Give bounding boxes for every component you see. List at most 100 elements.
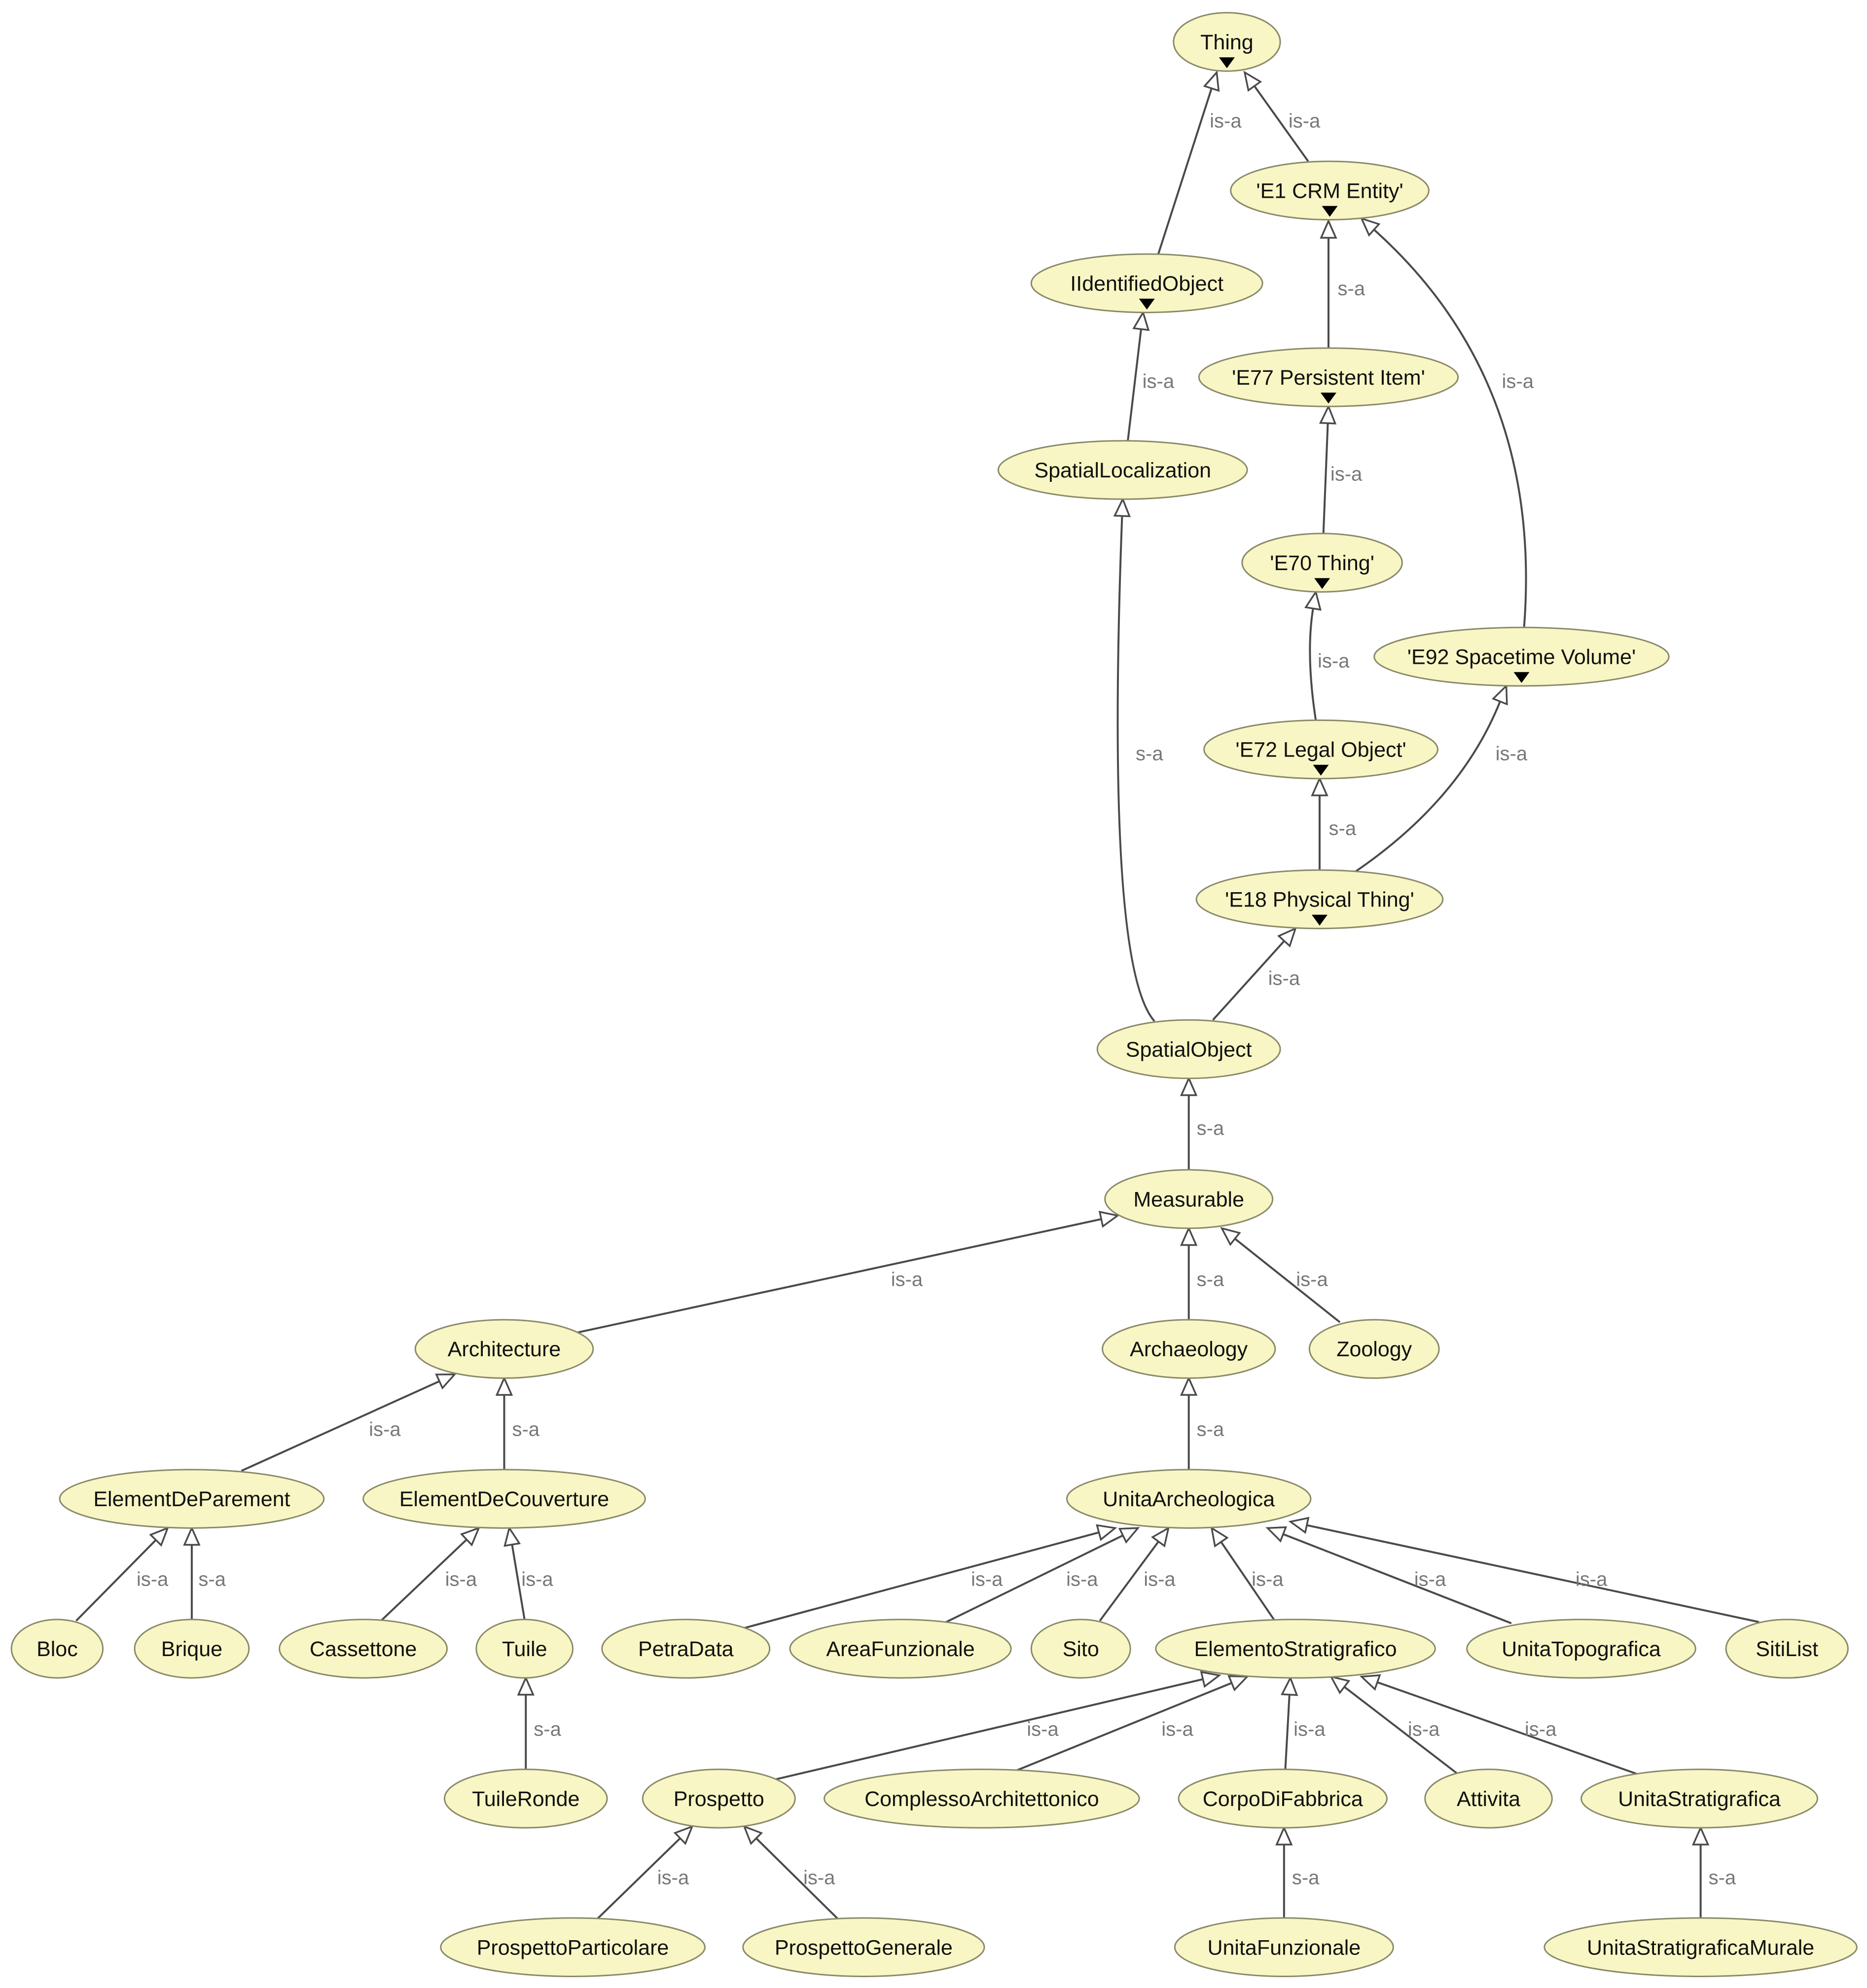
class-node-ellipse[interactable]	[1178, 1769, 1388, 1829]
class-node-ellipse[interactable]	[1066, 1469, 1312, 1529]
class-node-ellipse[interactable]	[1725, 1619, 1849, 1679]
class-node-ellipse[interactable]	[134, 1619, 250, 1679]
node-identified[interactable]: IIdentifiedObject	[1030, 253, 1263, 314]
node-unitatopo[interactable]: UnitaTopografica	[1466, 1619, 1696, 1679]
node-areafunz[interactable]: AreaFunzionale	[789, 1619, 1012, 1679]
node-e18[interactable]: 'E18 Physical Thing'	[1195, 869, 1444, 930]
node-elemstrat[interactable]: ElementoStratigrafico	[1155, 1619, 1436, 1679]
is-a-arrowhead	[435, 1373, 457, 1390]
class-node-ellipse[interactable]	[1544, 1917, 1858, 1977]
class-node-ellipse[interactable]	[1203, 719, 1438, 780]
class-node-ellipse[interactable]	[1102, 1319, 1276, 1379]
node-sito[interactable]: Sito	[1030, 1619, 1131, 1679]
node-unitastratmur[interactable]: UnitaStratigraficaMurale	[1544, 1917, 1858, 1977]
class-node-ellipse[interactable]	[997, 440, 1248, 500]
node-brique[interactable]: Brique	[134, 1619, 250, 1679]
node-spatialobj[interactable]: SpatialObject	[1096, 1019, 1281, 1080]
expand-triangle-icon[interactable]	[1513, 672, 1530, 683]
node-e77[interactable]: 'E77 Persistent Item'	[1198, 347, 1459, 407]
node-tuileronde[interactable]: TuileRonde	[443, 1769, 608, 1829]
node-bloc[interactable]: Bloc	[10, 1619, 104, 1679]
class-node-ellipse[interactable]	[1173, 12, 1281, 72]
class-node-ellipse[interactable]	[1155, 1619, 1436, 1679]
class-node-label: Archaeology	[1130, 1337, 1248, 1361]
edge-line	[743, 1531, 1099, 1629]
node-corpo[interactable]: CorpoDiFabbrica	[1178, 1769, 1388, 1829]
class-node-ellipse[interactable]	[789, 1619, 1012, 1679]
edge-tuileronde-to-tuile: s-a	[517, 1675, 562, 1770]
class-node-ellipse[interactable]	[1195, 869, 1444, 930]
edge-measurable-to-spatialobj: s-a	[1180, 1076, 1224, 1170]
node-attivita[interactable]: Attivita	[1424, 1769, 1553, 1829]
class-node-ellipse[interactable]	[475, 1619, 574, 1679]
class-node-ellipse[interactable]	[1104, 1169, 1274, 1229]
node-unitafunz[interactable]: UnitaFunzionale	[1174, 1917, 1394, 1977]
class-node-ellipse[interactable]	[1096, 1019, 1281, 1080]
edge-unitastrat-to-elemstrat: is-a	[1359, 1674, 1639, 1775]
node-e1[interactable]: 'E1 CRM Entity'	[1230, 160, 1430, 221]
class-node-ellipse[interactable]	[59, 1469, 325, 1529]
expand-triangle-icon[interactable]	[1313, 764, 1329, 776]
class-node-ellipse[interactable]	[1424, 1769, 1553, 1829]
expand-triangle-icon[interactable]	[1219, 57, 1235, 69]
edge-label: s-a	[1136, 743, 1163, 764]
class-node-ellipse[interactable]	[1466, 1619, 1696, 1679]
class-node-ellipse[interactable]	[443, 1769, 608, 1829]
node-e72[interactable]: 'E72 Legal Object'	[1203, 719, 1438, 780]
class-node-ellipse[interactable]	[1580, 1769, 1819, 1829]
class-node-ellipse[interactable]	[642, 1769, 796, 1829]
edge-label: is-a	[1296, 1269, 1328, 1291]
class-node-ellipse[interactable]	[742, 1917, 985, 1977]
class-node-ellipse[interactable]	[10, 1619, 104, 1679]
node-e70[interactable]: 'E70 Thing'	[1241, 533, 1403, 593]
class-node-ellipse[interactable]	[1030, 253, 1263, 314]
class-node-ellipse[interactable]	[1174, 1917, 1394, 1977]
expand-triangle-icon[interactable]	[1311, 914, 1328, 926]
node-measurable[interactable]: Measurable	[1104, 1169, 1274, 1229]
class-node-ellipse[interactable]	[1308, 1319, 1440, 1379]
edge-label: s-a	[1329, 818, 1357, 839]
class-node-ellipse[interactable]	[362, 1469, 646, 1529]
class-node-ellipse[interactable]	[1373, 626, 1670, 687]
class-node-ellipse[interactable]	[1241, 533, 1403, 593]
class-node-ellipse[interactable]	[1198, 347, 1459, 407]
node-elemcouv[interactable]: ElementDeCouverture	[362, 1469, 646, 1529]
node-unitaarch[interactable]: UnitaArcheologica	[1066, 1469, 1312, 1529]
node-sitilist[interactable]: SitiList	[1725, 1619, 1849, 1679]
class-node-ellipse[interactable]	[1030, 1619, 1131, 1679]
edge-prospgen-to-prospetto: is-a	[743, 1825, 839, 1920]
class-node-ellipse[interactable]	[1230, 160, 1430, 221]
class-node-ellipse[interactable]	[440, 1917, 706, 1977]
node-petradata[interactable]: PetraData	[601, 1619, 771, 1679]
expand-triangle-icon[interactable]	[1314, 578, 1330, 589]
expand-triangle-icon[interactable]	[1320, 393, 1336, 404]
edge-label: is-a	[1330, 464, 1363, 485]
class-node-ellipse[interactable]	[824, 1769, 1140, 1829]
node-spatialloc[interactable]: SpatialLocalization	[997, 440, 1248, 500]
node-tuile[interactable]: Tuile	[475, 1619, 574, 1679]
node-prospgen[interactable]: ProspettoGenerale	[742, 1917, 985, 1977]
class-node-ellipse[interactable]	[601, 1619, 771, 1679]
node-thing[interactable]: Thing	[1173, 12, 1281, 72]
is-a-arrowhead	[1277, 927, 1297, 948]
node-unitastrat[interactable]: UnitaStratigrafica	[1580, 1769, 1819, 1829]
edge-spatialobj-to-spatialloc: s-a	[1113, 497, 1163, 1022]
expand-triangle-icon[interactable]	[1139, 298, 1155, 310]
class-node-ellipse[interactable]	[414, 1319, 594, 1379]
node-e92[interactable]: 'E92 Spacetime Volume'	[1373, 626, 1670, 687]
node-archaeology[interactable]: Archaeology	[1102, 1319, 1276, 1379]
node-elemparement[interactable]: ElementDeParement	[59, 1469, 325, 1529]
node-prospetto[interactable]: Prospetto	[642, 1769, 796, 1829]
node-prosppart[interactable]: ProspettoParticolare	[440, 1917, 706, 1977]
node-complesso[interactable]: ComplessoArchitettonico	[824, 1769, 1140, 1829]
class-node-ellipse[interactable]	[279, 1619, 448, 1679]
expand-triangle-icon[interactable]	[1322, 206, 1338, 217]
edge-line	[1343, 1686, 1458, 1774]
class-node-label: IIdentifiedObject	[1070, 272, 1223, 295]
node-zoology[interactable]: Zoology	[1308, 1319, 1440, 1379]
edge-label: is-a	[1252, 1568, 1284, 1590]
class-node-label: Measurable	[1133, 1188, 1244, 1211]
node-architecture[interactable]: Architecture	[414, 1319, 594, 1379]
node-cassettone[interactable]: Cassettone	[279, 1619, 448, 1679]
is-a-arrowhead	[1227, 1675, 1250, 1692]
